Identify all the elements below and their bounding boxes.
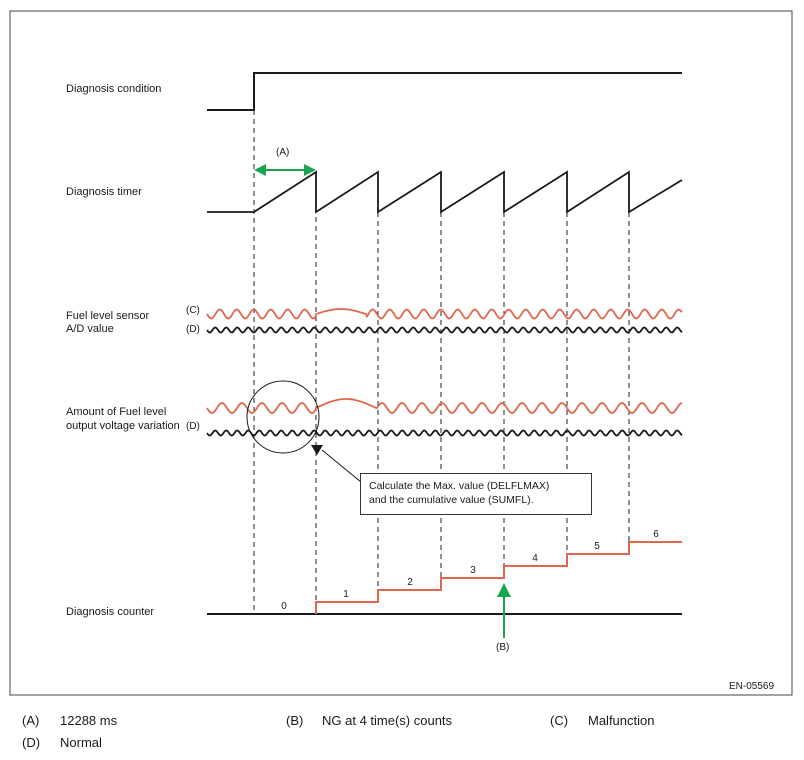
span-a-arrow: [254, 164, 316, 176]
callout-d-sensor: (D): [186, 324, 200, 335]
legend-text-a: 12288 ms: [60, 713, 118, 728]
fuel-sensor-label-line2: A/D value: [66, 323, 114, 335]
variation-normal-wave: [206, 429, 683, 437]
counter-value: 3: [470, 565, 476, 576]
variation-malfunction-wave: [206, 398, 683, 414]
callout-a: (A): [276, 147, 290, 158]
fuel-sensor-label-line1: Fuel level sensor: [66, 310, 150, 322]
calculation-note: Calculate the Max. value (DELFLMAX) and …: [360, 473, 592, 515]
fuel-variation-label-line1: Amount of Fuel level: [66, 406, 167, 418]
legend-key-b: (B): [286, 713, 304, 728]
counter-value: 5: [594, 541, 600, 552]
diagnosis-counter-label: Diagnosis counter: [66, 606, 155, 618]
note-pointer-icon: [311, 445, 323, 455]
legend-text-b: NG at 4 time(s) counts: [322, 713, 453, 728]
figure-id: EN-05569: [729, 681, 775, 692]
sensor-malfunction-wave: [206, 308, 683, 320]
timing-guides: [253, 110, 630, 612]
diagnosis-condition-label: Diagnosis condition: [66, 83, 162, 95]
legend-text-d: Normal: [60, 735, 102, 750]
diagnosis-counter-signal: [315, 541, 682, 614]
diagnosis-condition-signal: [207, 72, 682, 111]
callout-d-variation: (D): [186, 421, 200, 432]
legend-key-d: (D): [22, 735, 41, 750]
legend-text-c: Malfunction: [588, 713, 655, 728]
counter-value: 2: [407, 577, 413, 588]
diagram-frame: [9, 10, 793, 696]
legend-key-c: (C): [550, 713, 569, 728]
callout-c: (C): [186, 305, 200, 316]
counter-value: 4: [532, 553, 538, 564]
note-line2: and the cumulative value (SUMFL).: [369, 494, 534, 506]
diagnosis-timer-label: Diagnosis timer: [66, 186, 142, 198]
counter-value: 6: [653, 529, 659, 540]
ng-point-arrow: [497, 583, 511, 638]
note-line1: Calculate the Max. value (DELFLMAX): [369, 480, 550, 492]
counter-value: 1: [343, 589, 349, 600]
callout-b: (B): [496, 642, 510, 653]
note-leader-line: [321, 449, 362, 483]
fuel-variation-label-line2: output voltage variation: [66, 420, 180, 432]
counter-value: 0: [281, 601, 287, 612]
diagnosis-timer-signal: [207, 170, 683, 214]
calculation-window-circle: [246, 380, 320, 454]
sensor-normal-wave: [206, 326, 683, 334]
legend-key-a: (A): [22, 713, 40, 728]
